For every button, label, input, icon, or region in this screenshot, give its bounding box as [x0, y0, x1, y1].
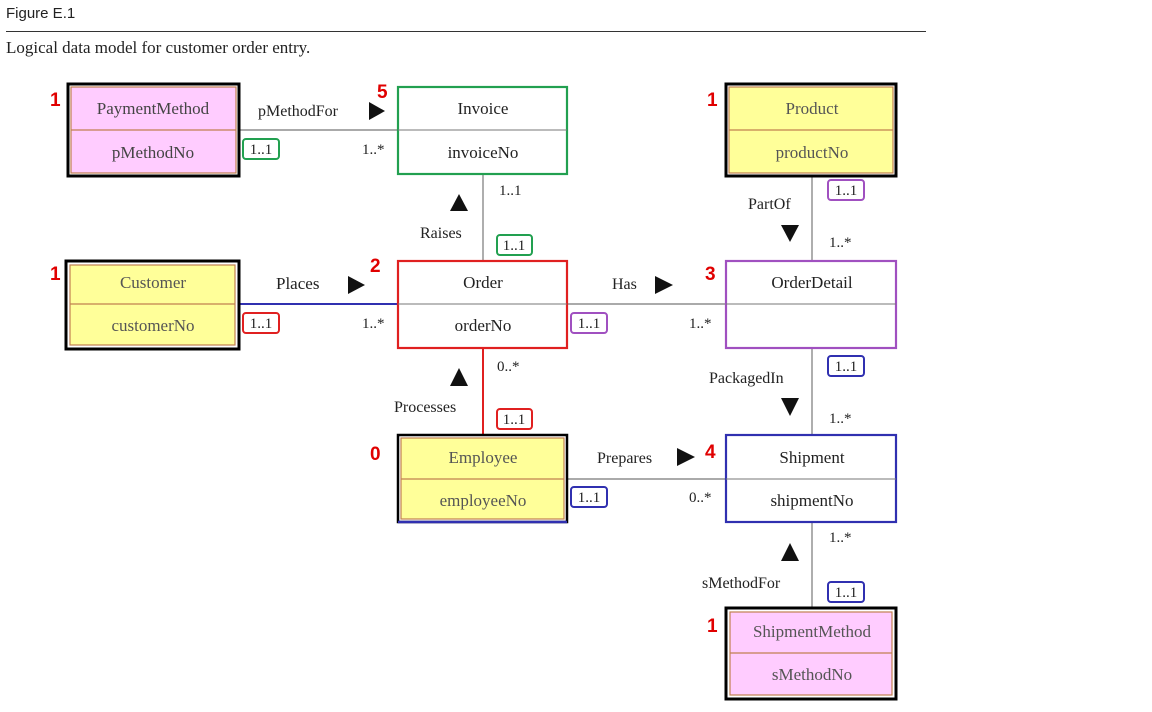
- entity-invoice[interactable]: Invoice invoiceNo: [396, 85, 569, 176]
- rel-processes-mult-top: 0..*: [497, 359, 520, 375]
- figure-label: Figure E.1: [6, 5, 76, 22]
- entity-invoice-key: invoiceNo: [448, 143, 519, 162]
- rel-packagedin-label: PackagedIn: [709, 370, 784, 387]
- direction-arrow-icon: [781, 225, 799, 242]
- rel-pmethodfor-mult-right: 1..*: [362, 142, 385, 158]
- entity-employee-key: employeeNo: [440, 491, 527, 510]
- rel-smethodfor-label: sMethodFor: [702, 575, 781, 592]
- figure-rule: [6, 31, 926, 32]
- entity-paymentmethod[interactable]: PaymentMethod pMethodNo: [66, 82, 241, 178]
- number-order: 2: [370, 256, 381, 277]
- rel-pmethodfor-label: pMethodFor: [258, 103, 339, 120]
- rel-places-mult-left: 1..1: [250, 316, 273, 332]
- number-invoice: 5: [377, 82, 388, 103]
- mult-badge: 1..1: [827, 581, 865, 603]
- rel-has-label: Has: [612, 276, 637, 293]
- direction-arrow-icon: [450, 194, 468, 211]
- entity-invoice-name: Invoice: [458, 99, 509, 118]
- direction-arrow-icon: [348, 276, 365, 294]
- mult-badge: 1..1: [496, 234, 533, 256]
- number-shipmentmethod: 1: [707, 616, 718, 637]
- mult-badge: 1..1: [570, 312, 608, 334]
- rel-raises-label: Raises: [420, 225, 462, 242]
- entity-orderdetail-name: OrderDetail: [771, 273, 852, 292]
- entity-employee-name: Employee: [449, 448, 518, 467]
- entity-order-name: Order: [463, 273, 503, 292]
- rel-partof-mult-bottom: 1..*: [829, 235, 852, 251]
- entity-shipmentmethod[interactable]: ShipmentMethod sMethodNo: [724, 606, 898, 701]
- number-orderdetail: 3: [705, 264, 716, 285]
- number-employee: 0: [370, 444, 381, 465]
- mult-badge: 1..1: [827, 355, 865, 377]
- figure-caption: Logical data model for customer order en…: [6, 38, 311, 57]
- direction-arrow-icon: [655, 276, 673, 294]
- rel-prepares-label: Prepares: [597, 450, 652, 467]
- number-customer: 1: [50, 264, 61, 285]
- entity-customer-key: customerNo: [111, 316, 194, 335]
- rel-places-mult-right: 1..*: [362, 316, 385, 332]
- entity-shipment-key: shipmentNo: [770, 491, 853, 510]
- entity-product-name: Product: [786, 99, 839, 118]
- mult-badge: 1..1: [827, 179, 865, 201]
- rel-partof-mult-top: 1..1: [835, 183, 858, 199]
- mult-badge: 1..1: [570, 486, 608, 508]
- rel-prepares-mult-right: 0..*: [689, 490, 712, 506]
- number-product: 1: [707, 90, 718, 111]
- rel-raises-mult-bottom: 1..1: [503, 238, 526, 254]
- entity-product[interactable]: Product productNo: [724, 82, 898, 178]
- mult-badge: 1..1: [496, 408, 533, 430]
- entity-product-key: productNo: [776, 143, 849, 162]
- entity-shipment-name: Shipment: [779, 448, 844, 467]
- rel-has-mult-right: 1..*: [689, 316, 712, 332]
- entity-orderdetail[interactable]: OrderDetail: [724, 259, 898, 350]
- rel-pmethodfor-mult-left: 1..1: [250, 142, 273, 158]
- direction-arrow-icon: [369, 102, 385, 120]
- rel-prepares-mult-left: 1..1: [578, 490, 601, 506]
- mult-badge: 1..1: [242, 312, 280, 334]
- direction-arrow-icon: [781, 398, 799, 416]
- number-paymentmethod: 1: [50, 90, 61, 111]
- rel-packagedin-mult-bottom: 1..*: [829, 411, 852, 427]
- entity-shipmentmethod-key: sMethodNo: [772, 665, 852, 684]
- number-shipment: 4: [705, 442, 716, 463]
- mult-badge: 1..1: [242, 138, 280, 160]
- entity-order-key: orderNo: [455, 316, 512, 335]
- rel-places-label: Places: [276, 274, 319, 293]
- direction-arrow-icon: [450, 368, 468, 386]
- entity-customer-name: Customer: [120, 273, 186, 292]
- rel-processes-mult-bottom: 1..1: [503, 412, 526, 428]
- rel-processes-label: Processes: [394, 399, 456, 416]
- rel-packagedin-mult-top: 1..1: [835, 359, 858, 375]
- entity-paymentmethod-key: pMethodNo: [112, 143, 194, 162]
- entity-paymentmethod-name: PaymentMethod: [97, 99, 210, 118]
- entity-customer[interactable]: Customer customerNo: [64, 259, 241, 351]
- direction-arrow-icon: [781, 543, 799, 561]
- rel-has-mult-left: 1..1: [578, 316, 601, 332]
- direction-arrow-icon: [677, 448, 695, 466]
- rel-smethodfor-mult-bottom: 1..1: [835, 585, 858, 601]
- entity-employee[interactable]: Employee employeeNo: [396, 433, 569, 524]
- rel-partof-label: PartOf: [748, 196, 791, 213]
- entity-shipment[interactable]: Shipment shipmentNo: [724, 433, 898, 524]
- entity-order[interactable]: Order orderNo: [396, 259, 569, 350]
- rel-smethodfor-mult-top: 1..*: [829, 530, 852, 546]
- entity-shipmentmethod-name: ShipmentMethod: [753, 622, 872, 641]
- rel-raises-mult-top: 1..1: [499, 183, 522, 199]
